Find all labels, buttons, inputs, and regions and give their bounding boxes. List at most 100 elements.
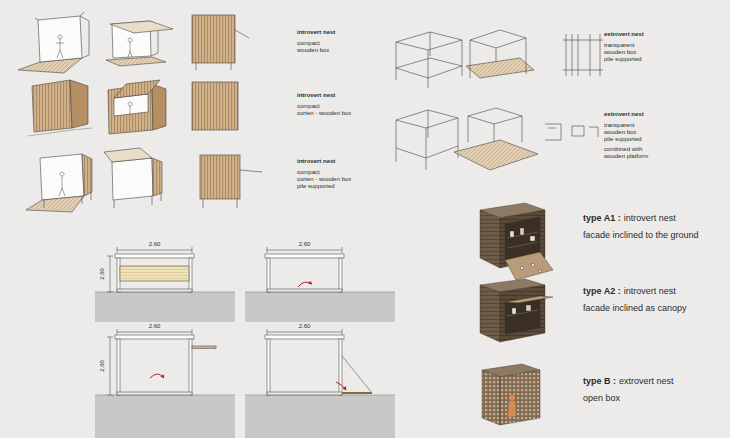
sketch-note: wooden box: [604, 49, 636, 55]
sketch-part: [40, 154, 84, 200]
render-type-b-part: [482, 370, 500, 425]
sketch-part: [152, 158, 162, 196]
render-type-a2-part: [505, 296, 553, 303]
sketch-part: [26, 196, 84, 212]
sketch: [26, 148, 262, 212]
type-description: facade inclined as canopy: [583, 304, 687, 313]
section-drawing-part: [336, 382, 346, 390]
type-description: extrovert nest: [619, 377, 674, 386]
ground-part: [95, 292, 235, 322]
sketch-part: [572, 126, 598, 137]
sketch-part: [44, 192, 91, 208]
sketch-note: pile supported: [297, 183, 335, 189]
section-drawing-part: [267, 247, 342, 253]
section-drawing-part: [265, 254, 344, 258]
sketch-part: [128, 102, 132, 114]
sketch-part: [114, 80, 160, 98]
section-drawing-part: [117, 339, 120, 395]
type-description: facade inclined to the ground: [583, 231, 699, 240]
section-drawing: [107, 247, 372, 395]
ground-part: [95, 292, 395, 395]
section-drawing-part: [339, 339, 342, 395]
sketch-note: pile supported: [604, 56, 642, 62]
sketch-part: [80, 16, 89, 58]
sketch-note: corten - wooden box: [297, 110, 351, 116]
sketch-part: [203, 170, 262, 208]
ground: [95, 292, 395, 438]
sketch-part: [104, 148, 152, 162]
sketch-part: [396, 32, 462, 50]
section-drawing-part: [120, 266, 189, 281]
sketch-part: [59, 172, 65, 196]
sketch-note: corten - wooden box: [297, 176, 351, 182]
type-label: type A1 :: [583, 214, 621, 223]
sketch-part: [82, 154, 92, 196]
sketch: [396, 30, 603, 170]
sketch-part: [396, 146, 458, 170]
section-drawing-part: [267, 392, 342, 395]
render-type-a2-part: [500, 285, 545, 342]
sketch-note: combined with: [604, 146, 642, 152]
ground-part: [95, 395, 235, 438]
sketch-part: [38, 16, 82, 62]
section-drawing-part: [189, 339, 192, 395]
render-type-a1-part: [531, 263, 534, 266]
sketch-part: [454, 140, 538, 170]
sketch-part: [563, 34, 603, 76]
sketch-part: [128, 38, 132, 57]
sketch-heading: introvert nest: [297, 92, 335, 98]
sketch-part: [466, 58, 534, 78]
sketch-part: [396, 32, 462, 78]
section-drawing-part: [298, 282, 312, 287]
render-type-a2-part: [526, 305, 531, 311]
type-label: type B :: [583, 377, 616, 386]
dimension-label: 2.60: [299, 241, 311, 247]
sketch-note: compact: [297, 103, 320, 109]
render-type-a2-part: [480, 285, 500, 342]
render-type-b-part: [508, 395, 516, 417]
sketch-note: wooden box: [604, 129, 636, 135]
sketch-part: [396, 110, 458, 158]
dimension-label: 2.60: [149, 241, 161, 247]
sketch-part: [114, 193, 161, 208]
section-drawing-part: [117, 329, 192, 335]
section-drawing-part: [342, 356, 372, 393]
section-drawing-part: [117, 289, 192, 292]
sketch-part: [32, 80, 72, 132]
section-drawing-part: [265, 335, 344, 339]
render-type-a2-part: [507, 310, 538, 316]
ground-part: [245, 395, 395, 438]
sketch-note: transparent: [604, 42, 634, 48]
sketch-note: compact: [297, 40, 320, 46]
sketch-part: [56, 35, 64, 58]
dimension-label: 2.60: [99, 360, 105, 372]
sketch-heading: introvert nest: [297, 158, 335, 164]
section-drawing-part: [189, 258, 192, 292]
render-type-a1-part: [530, 236, 535, 241]
sketch-part: [28, 128, 92, 136]
sketch: [18, 12, 249, 73]
sketch-part: [470, 62, 526, 78]
sketch-heading: extrovert nest: [604, 111, 644, 117]
sketch-note: compact: [297, 169, 320, 175]
section-drawing-part: [267, 329, 342, 335]
render-type-a1-part: [510, 231, 514, 237]
type-description: introvert nest: [624, 214, 676, 223]
render-type-b-part: [500, 370, 540, 425]
section-drawing-part: [267, 339, 270, 395]
sketch-part: [396, 58, 462, 78]
render-type-a1-part: [520, 266, 523, 269]
render-type-a2: [480, 279, 553, 342]
section-drawing-part: [115, 254, 194, 258]
dimension-label: 2.60: [299, 323, 311, 329]
type-label: type A2 :: [583, 287, 621, 296]
sketch-heading: introvert nest: [297, 29, 335, 35]
type-description: introvert nest: [624, 287, 676, 296]
sketch-note: pile supported: [604, 136, 642, 142]
section-drawing-part: [117, 247, 192, 253]
section-drawing-part: [267, 289, 342, 292]
section-drawing-part: [117, 392, 192, 395]
sketch-part: [112, 158, 153, 200]
section-drawing-part: [150, 374, 164, 378]
render-type-a1-part: [480, 210, 500, 268]
